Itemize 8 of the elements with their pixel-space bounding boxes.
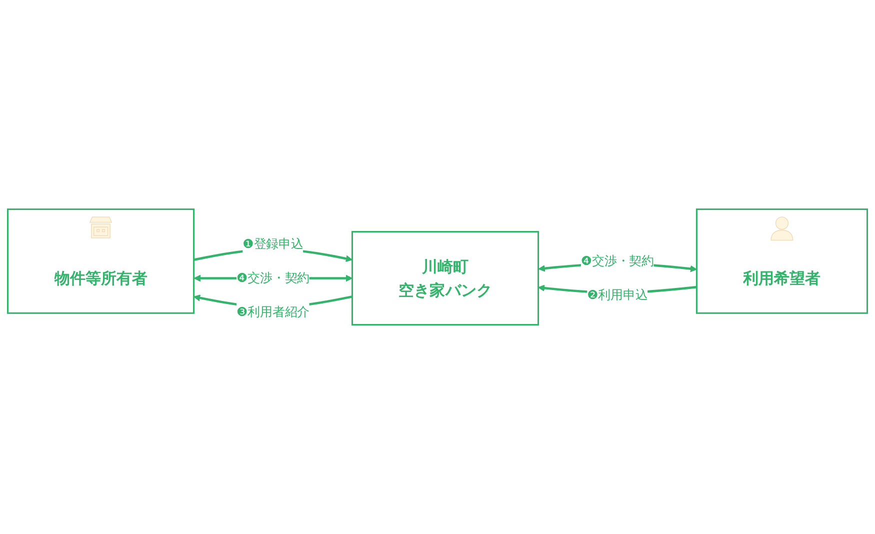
- node-box: 利用希望者: [696, 208, 868, 314]
- edge-label: ❷利用申込: [587, 288, 648, 302]
- node-box: 川崎町 空き家バンク: [351, 230, 540, 326]
- edge-label: ❹交渉・契約: [580, 253, 654, 268]
- edge-label: ❶登録申込: [242, 236, 304, 252]
- edge-label: ❸利用者紹介: [236, 304, 310, 320]
- edge-label: ❹交渉・契約: [236, 270, 310, 286]
- node-box: 物件等所有者: [6, 208, 195, 314]
